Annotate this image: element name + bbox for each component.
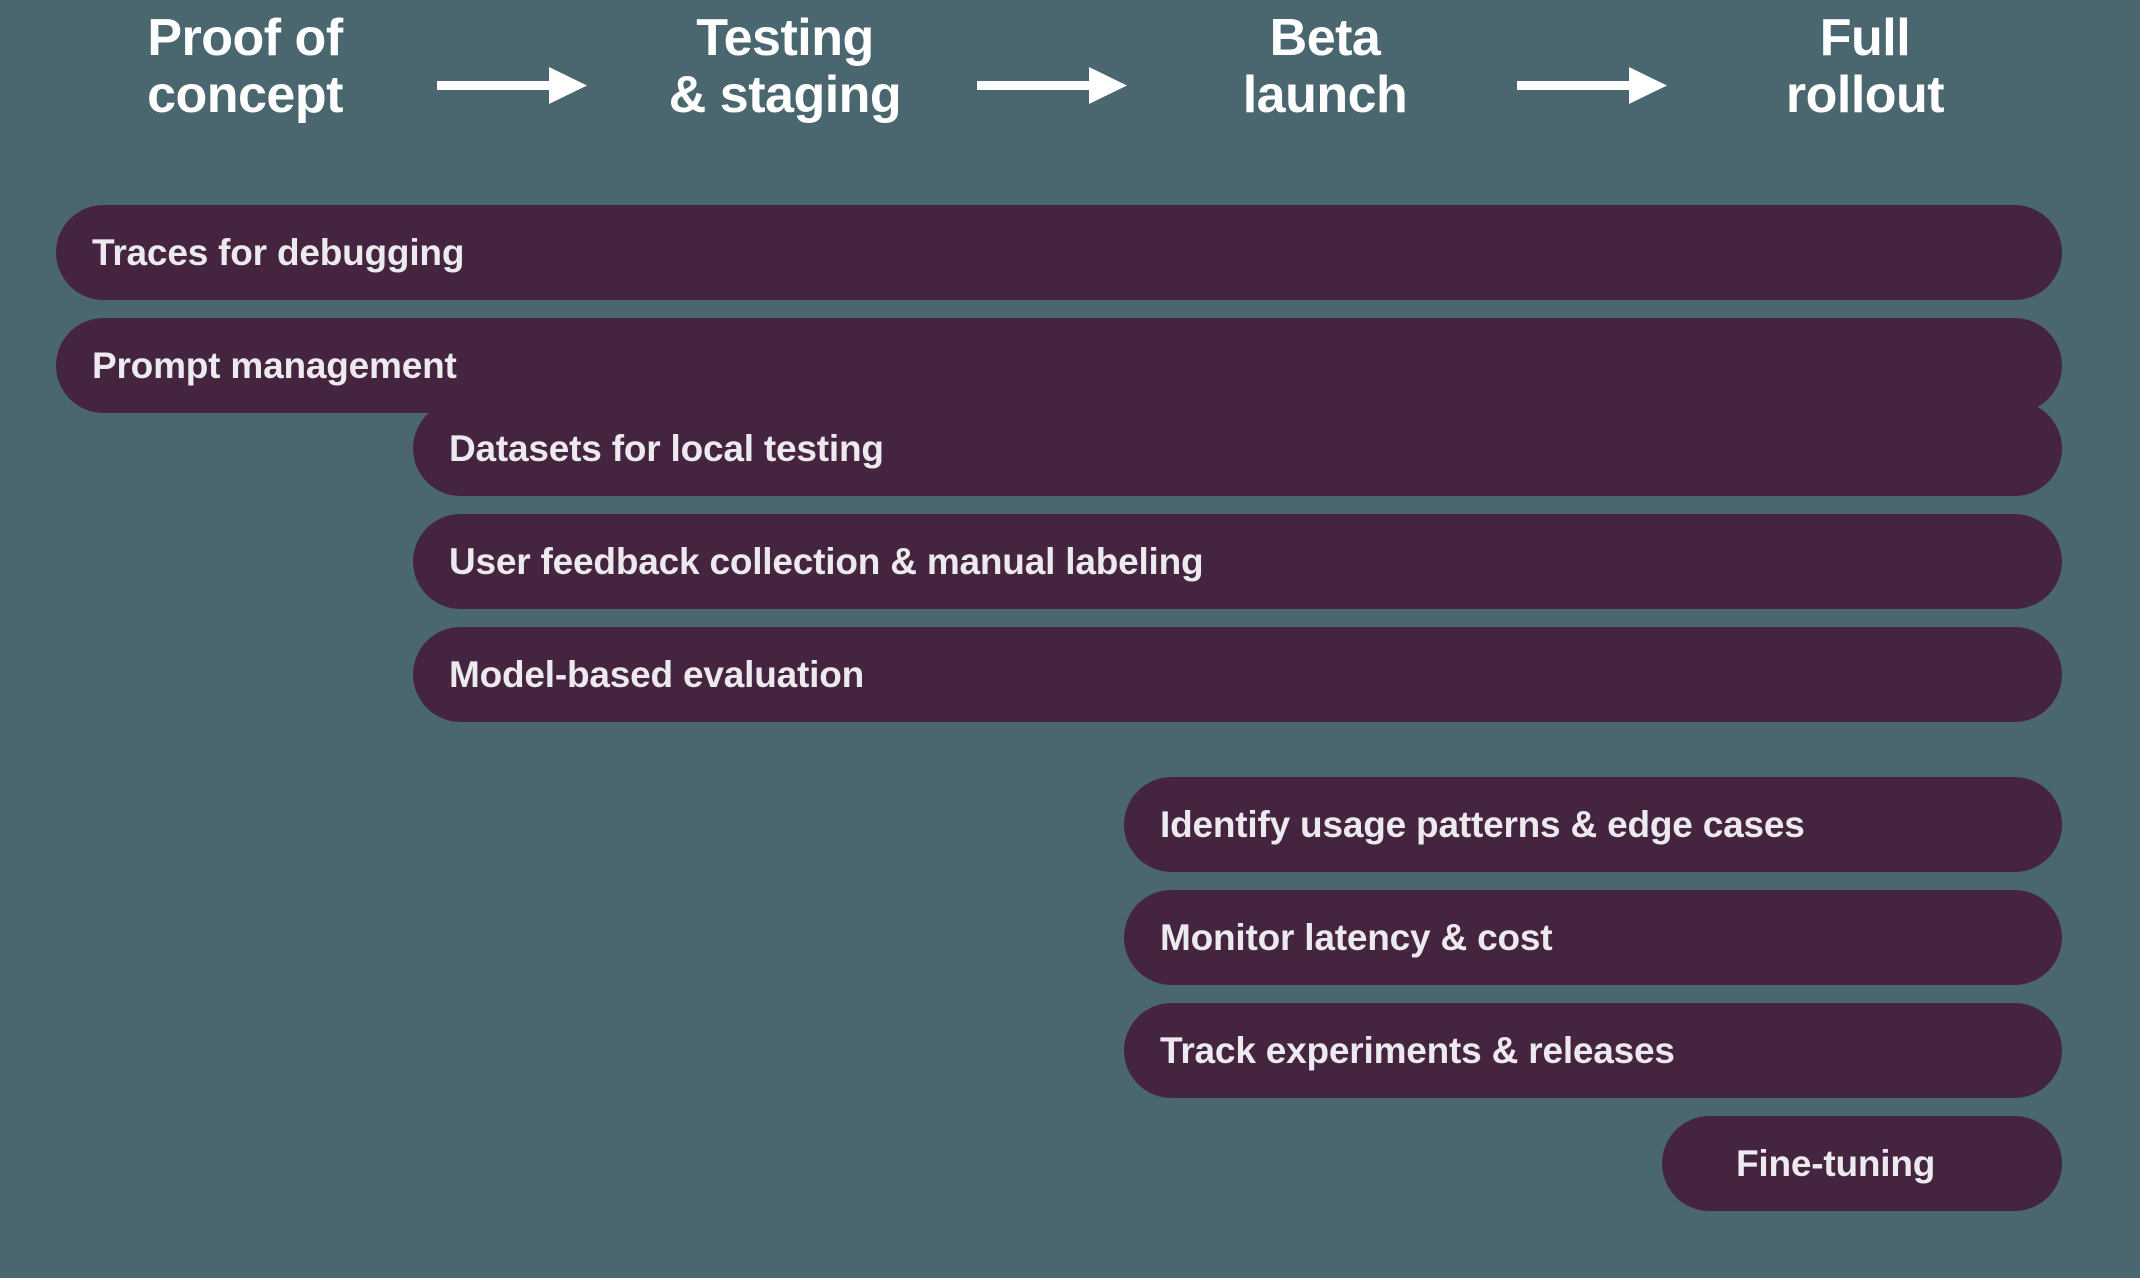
bar-label: Traces for debugging	[92, 231, 465, 273]
bar-label: Datasets for local testing	[449, 427, 884, 469]
arrow-right-icon	[437, 64, 587, 108]
bar-label: Identify usage patterns & edge cases	[1160, 803, 1805, 845]
bar-datasets-for-local-testing[interactable]: Datasets for local testing	[413, 401, 2062, 496]
bar-label: Prompt management	[92, 344, 457, 386]
bar-fine-tuning[interactable]: Fine-tuning	[1662, 1116, 2062, 1211]
bar-user-feedback-collection[interactable]: User feedback collection & manual labeli…	[413, 514, 2062, 609]
bar-model-based-evaluation[interactable]: Model-based evaluation	[413, 627, 2062, 722]
bar-label: Monitor latency & cost	[1160, 916, 1553, 958]
bar-identify-usage-patterns-edge-cases[interactable]: Identify usage patterns & edge cases	[1124, 777, 2062, 872]
bar-label: Track experiments & releases	[1160, 1029, 1675, 1071]
arrow-right-icon	[977, 64, 1127, 108]
bar-monitor-latency-cost[interactable]: Monitor latency & cost	[1124, 890, 2062, 985]
phase-label-poc: Proof of concept	[147, 9, 343, 125]
bar-label: User feedback collection & manual labeli…	[449, 540, 1204, 582]
phase-header-row: Proof of concept Testing & staging Beta …	[0, 0, 2140, 170]
bar-traces-for-debugging[interactable]: Traces for debugging	[56, 205, 2062, 300]
phase-label-beta: Beta launch	[1242, 9, 1408, 125]
arrow-right-icon	[1517, 64, 1667, 108]
phase-label-full-rollout: Full rollout	[1785, 9, 1945, 125]
bar-label: Fine-tuning	[1736, 1142, 1936, 1184]
phase-label-testing: Testing & staging	[668, 9, 902, 125]
bar-prompt-management[interactable]: Prompt management	[56, 318, 2062, 413]
bar-track-experiments-releases[interactable]: Track experiments & releases	[1124, 1003, 2062, 1098]
bar-label: Model-based evaluation	[449, 653, 865, 695]
